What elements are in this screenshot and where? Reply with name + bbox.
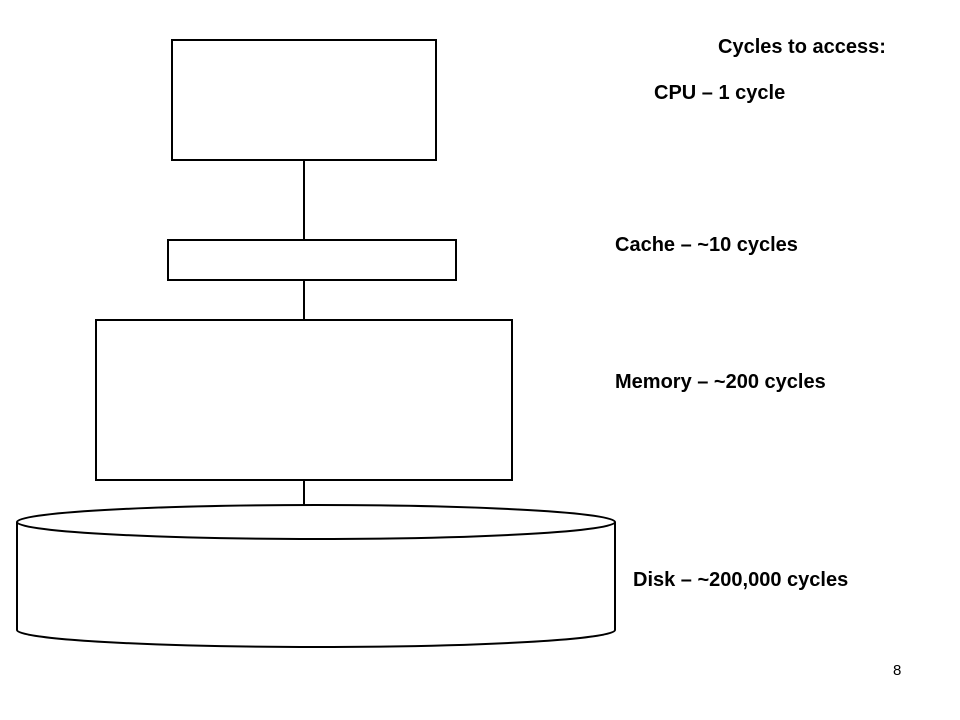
page-number: 8	[893, 662, 902, 679]
memory-label: Memory – ~200 cycles	[615, 371, 826, 393]
cpu-box	[171, 39, 437, 161]
cpu-label: CPU – 1 cycle	[654, 82, 786, 104]
cycles-heading: Cycles to access:	[718, 36, 886, 58]
cache-box	[167, 239, 457, 281]
memory-box	[95, 319, 513, 481]
disk-label: Disk – ~200,000 cycles	[633, 569, 849, 591]
cache-label: Cache – ~10 cycles	[615, 234, 798, 256]
disk-cylinder	[16, 504, 616, 648]
